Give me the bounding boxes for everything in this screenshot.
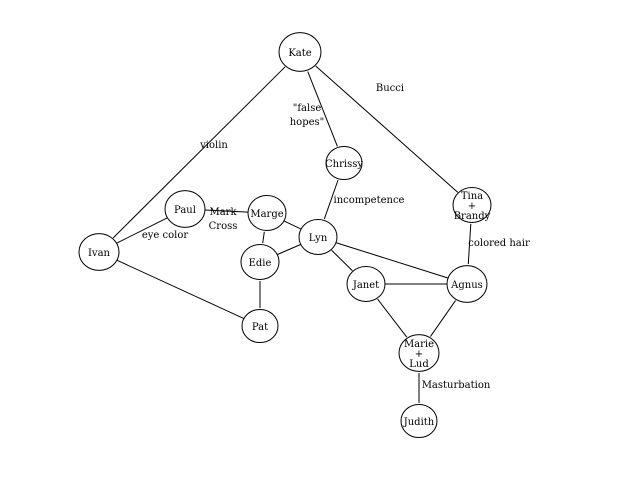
node-circle <box>241 308 279 344</box>
edge-lyn-agnus <box>335 242 449 279</box>
edge-edie-lyn <box>277 244 301 255</box>
node-circle <box>400 403 438 439</box>
node-circle <box>346 266 386 302</box>
edge-label: eye color <box>142 230 189 241</box>
node-edie[interactable]: Edie <box>240 244 280 280</box>
node-label: Judith <box>403 417 435 428</box>
edge-marge-edie <box>262 231 265 244</box>
edge-marge-lyn <box>283 220 302 230</box>
edge-label: colored hair <box>468 238 530 249</box>
edge-label: Masturbation <box>422 380 491 391</box>
node-circle <box>278 32 322 72</box>
node-label: Lyn <box>309 233 328 244</box>
node-label: Marge <box>250 209 283 220</box>
edge-kate-chrissy <box>307 71 338 147</box>
edge-tina-agnus <box>467 223 472 265</box>
node-circle <box>78 233 120 271</box>
node-label: Agnus <box>450 280 483 291</box>
node-judith[interactable]: Judith <box>400 403 438 439</box>
edge-label: violin <box>199 140 228 151</box>
node-marie[interactable]: Marie+Lud <box>398 334 440 372</box>
node-kate[interactable]: Kate <box>278 32 322 72</box>
node-paul[interactable]: Paul <box>164 190 206 228</box>
edge-lyn-janet <box>331 249 353 272</box>
node-circle <box>452 187 492 223</box>
node-circle <box>398 334 440 372</box>
node-lyn[interactable]: Lyn <box>298 219 338 255</box>
node-marge[interactable]: Marge <box>247 195 287 231</box>
edge-ivan-pat <box>116 259 244 319</box>
edge-label: Bucci <box>376 83 404 94</box>
node-label: Paul <box>174 205 196 216</box>
edge-paul-marge <box>204 209 249 213</box>
node-circle <box>240 244 280 280</box>
node-label: Tina+Brandy <box>454 191 491 222</box>
edge-kate-ivan <box>112 66 286 239</box>
node-label: Edie <box>249 258 272 269</box>
edge-paul-ivan <box>116 217 168 244</box>
edge-janet-marie <box>377 298 408 338</box>
edge-label: incompetence <box>334 195 405 206</box>
node-label: Kate <box>288 48 311 59</box>
edge-chrissy-lyn <box>323 179 339 220</box>
node-circle <box>325 145 363 181</box>
node-agnus[interactable]: Agnus <box>446 265 488 303</box>
node-circle <box>164 190 206 228</box>
node-circle <box>298 219 338 255</box>
node-janet[interactable]: Janet <box>346 266 386 302</box>
node-circle <box>446 265 488 303</box>
node-label: Ivan <box>88 248 111 259</box>
node-chrissy[interactable]: Chrissy <box>325 145 363 181</box>
node-circle <box>247 195 287 231</box>
node-label: Marie+Lud <box>404 339 434 370</box>
node-pat[interactable]: Pat <box>241 308 279 344</box>
node-label: Pat <box>252 322 268 333</box>
edge-agnus-marie <box>430 300 456 337</box>
node-ivan[interactable]: Ivan <box>78 233 120 271</box>
node-label: Chrissy <box>325 159 363 170</box>
edge-kate-tina <box>315 65 459 193</box>
node-label: Janet <box>352 280 379 291</box>
node-tina[interactable]: Tina+Brandy <box>452 187 492 223</box>
